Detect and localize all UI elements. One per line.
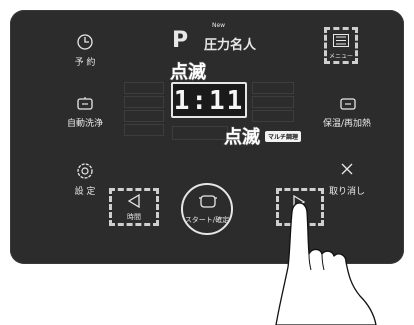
- pot-icon: [76, 96, 94, 111]
- blink-annotation-top: 点滅: [170, 58, 206, 84]
- start-label: スタート/確定: [183, 215, 231, 225]
- brand-name: 圧力名人: [204, 34, 256, 53]
- self-clean-button[interactable]: 自動洗浄: [64, 116, 106, 129]
- pot-icon: [339, 96, 357, 111]
- inactive-indicator: [124, 124, 164, 136]
- blink-annotation-bottom: 点滅: [224, 123, 260, 149]
- keep-warm-button[interactable]: 保温/再加熱: [318, 116, 376, 129]
- pot-outline-icon: [198, 192, 218, 210]
- x-icon: [340, 162, 354, 176]
- new-badge: New: [212, 22, 225, 29]
- inactive-indicator: [124, 110, 164, 122]
- inactive-indicator: [252, 110, 294, 122]
- time-label: 時間: [120, 212, 148, 222]
- brand-logo: P: [172, 28, 188, 53]
- inactive-indicator: [172, 126, 228, 140]
- menu-label: メニュー: [327, 51, 355, 60]
- finger-pointer-icon: [270, 192, 380, 325]
- reserve-button[interactable]: 予 約: [68, 55, 102, 68]
- multi-cook-indicator: マルチ調理: [265, 131, 301, 142]
- menu-list-icon: [333, 34, 349, 47]
- inactive-indicator: [124, 82, 164, 94]
- triangle-left-icon: [126, 194, 142, 208]
- settings-button[interactable]: 設 定: [68, 184, 102, 197]
- inactive-indicator: [124, 96, 164, 108]
- gear-icon: [76, 162, 94, 180]
- inactive-indicator: [252, 96, 294, 108]
- clock-icon: [76, 33, 94, 51]
- inactive-indicator: [252, 82, 294, 94]
- time-display: 1:11: [171, 82, 247, 118]
